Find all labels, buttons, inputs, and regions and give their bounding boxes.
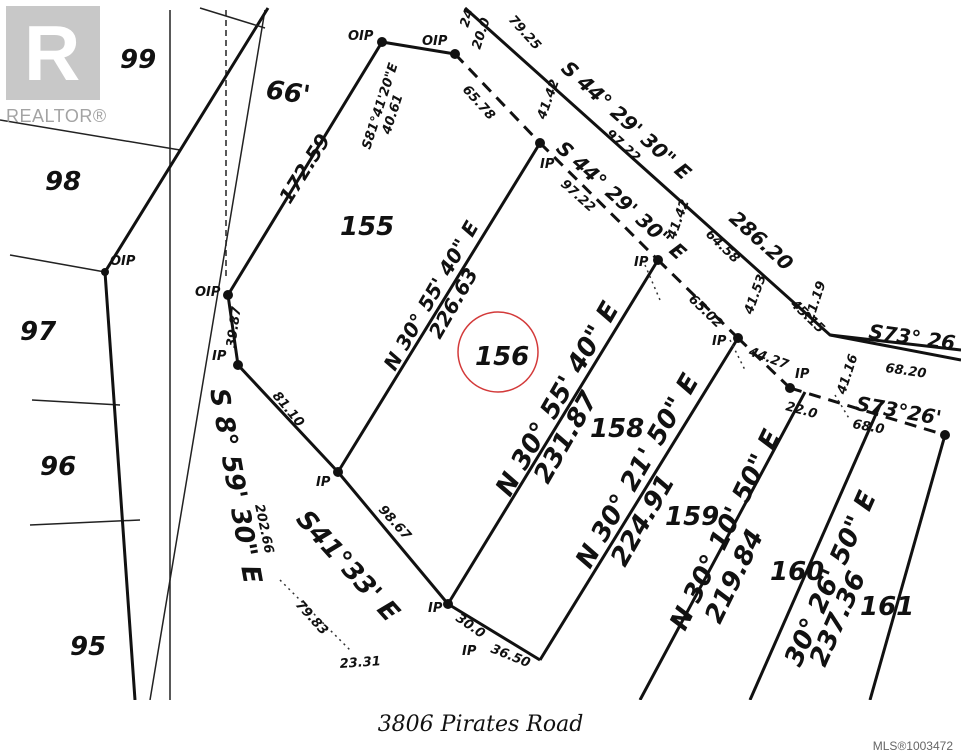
dim-300: 30.0 — [453, 611, 488, 642]
realtor-watermark: R REALTOR® — [0, 0, 110, 130]
realtor-r-logo — [6, 6, 100, 100]
pin-ip-1 — [535, 138, 545, 148]
dim-8110: 81.10 — [269, 389, 307, 430]
realtor-watermark-text: REALTOR® — [6, 106, 107, 126]
lot-line-99-98 — [0, 119, 181, 151]
pin-label-oip-left: OIP — [195, 285, 221, 300]
pin-label-ip-bottom: IP — [428, 601, 443, 616]
boundary-160-161 — [748, 404, 882, 700]
pin-label-ip-3: IP — [712, 334, 727, 349]
boundary-159-160 — [638, 391, 807, 700]
pin-label-ip-1: IP — [540, 157, 555, 172]
property-address-caption: 3806 Pirates Road — [377, 712, 584, 737]
boundary-161-next — [868, 434, 947, 700]
dim-6502: 65.02 — [685, 292, 725, 331]
tie-7983 — [279, 579, 351, 651]
dim-28620: 286.20 — [725, 206, 798, 276]
dim-24: 24 — [458, 7, 478, 29]
road-boundary-28620 — [463, 6, 961, 352]
pin-left-98 — [101, 268, 109, 276]
pin-ip-3 — [733, 333, 743, 343]
pin-label-ip-2: IP — [634, 255, 649, 270]
dim-s859: S 8° 59' 30" E — [203, 386, 267, 586]
boundary-159-rear — [736, 336, 792, 390]
boundary-rear-68 — [789, 386, 946, 437]
pin-ip-left — [233, 360, 243, 370]
dim-4116: 41.16 — [834, 352, 861, 397]
lot-line-99-top — [199, 7, 266, 29]
pin-label-ip-bottom2: IP — [462, 644, 477, 659]
pin-ip-156 — [333, 467, 343, 477]
tie-small-1 — [644, 264, 661, 301]
boundary-top-dashed — [453, 52, 542, 145]
pin-label-ip-156: IP — [316, 475, 331, 490]
dim-66: 66' — [264, 75, 312, 111]
lot-label-99: 99 — [120, 45, 156, 75]
lot-label-159: 159 — [665, 502, 719, 532]
pin-ip-5 — [940, 430, 950, 440]
lot-label-156: 156 — [475, 342, 529, 372]
boundary-bottom — [447, 602, 541, 662]
dim-4153: 41.53 — [741, 273, 770, 318]
lot-label-160: 160 — [770, 557, 824, 587]
mls-number: MLS®1003472 — [872, 739, 953, 753]
pin-oip-1 — [377, 37, 387, 47]
pin-label-oip-2: OIP — [422, 34, 448, 49]
lot-156-highlight — [457, 311, 539, 393]
road-boundary-s73 — [829, 333, 961, 362]
boundary-158-159 — [538, 337, 740, 661]
boundary-oip-top — [381, 40, 456, 56]
realtor-r-glyph: R — [24, 9, 81, 97]
lot-label-96: 96 — [40, 452, 76, 482]
pin-label-oip-98: OIP — [110, 254, 136, 269]
dim-7983: 79.83 — [292, 598, 331, 639]
pin-label-ip-left: IP — [212, 349, 227, 364]
dim-6820a: 68.20 — [884, 361, 927, 382]
dim-680: 68.0 — [851, 417, 885, 437]
lot-label-98: 98 — [45, 167, 81, 197]
lot-label-95: 95 — [70, 632, 106, 662]
boundary-8110 — [236, 363, 340, 474]
dim-4142a: 41.42 — [534, 78, 563, 123]
dim-2119: 21.19 — [803, 279, 830, 323]
pin-ip-4 — [785, 383, 795, 393]
survey-plan: 99 98 97 96 95 155 156 158 159 160 161 6… — [0, 6, 961, 700]
boundary-3987 — [226, 294, 240, 366]
boundary-9867 — [336, 471, 450, 605]
dim-6578: 65.78 — [459, 83, 498, 124]
lot-line-97-96 — [31, 399, 121, 406]
pin-oip-2 — [450, 49, 460, 59]
boundary-156-rear — [538, 141, 660, 262]
lot-label-158: 158 — [590, 414, 644, 444]
lot-line-98-boundary — [103, 7, 270, 700]
boundary-156-158 — [446, 259, 660, 605]
pin-ip-bottom — [443, 599, 453, 609]
dim-3987: 39.87 — [224, 305, 245, 349]
dim-2331: 23.31 — [339, 654, 381, 672]
pin-label-ip-4: IP — [795, 367, 810, 382]
lot-label-155: 155 — [340, 212, 394, 242]
lot-label-161: 161 — [860, 592, 914, 622]
road-line-right — [149, 9, 266, 700]
dim-3650: 36.50 — [489, 642, 533, 671]
boundary-17259 — [226, 41, 384, 296]
lot-label-97: 97 — [20, 317, 57, 347]
tie-small-3 — [834, 394, 851, 421]
boundary-155-156 — [336, 142, 542, 473]
pin-ip-2 — [653, 255, 663, 265]
lot-line-98-97 — [9, 254, 106, 273]
dim-17259: 172.59 — [274, 129, 335, 207]
dim-4142b: 41.42 — [664, 198, 693, 243]
pin-oip-left — [223, 290, 233, 300]
pin-label-oip-1: OIP — [348, 29, 374, 44]
